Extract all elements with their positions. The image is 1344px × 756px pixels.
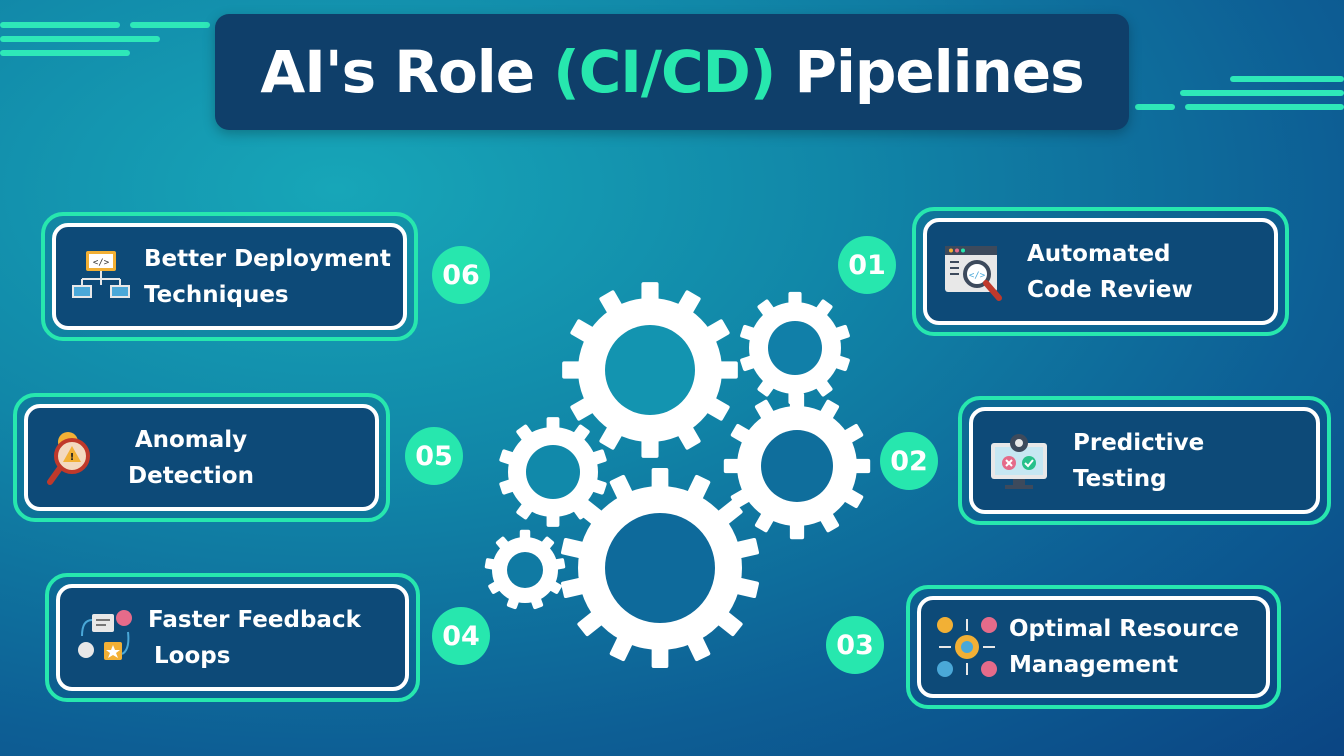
label-line1: Anomaly: [134, 426, 248, 453]
decor-stripe: [1230, 76, 1344, 82]
label-line2: Detection: [128, 462, 254, 489]
svg-text:</>: </>: [969, 271, 986, 281]
decor-stripe: [0, 50, 130, 56]
page-title: AI's Role (CI/CD) Pipelines: [260, 38, 1084, 106]
resource-network-icon: [937, 617, 997, 677]
label-line1: Optimal Resource: [1009, 616, 1240, 642]
label-line1: Better Deployment: [144, 245, 391, 272]
label-line2: Techniques: [144, 281, 289, 308]
label-line1: Automated: [1027, 240, 1171, 267]
label-line1: Faster Feedback: [148, 606, 361, 633]
anomaly-warning-icon: !: [47, 431, 90, 485]
title-part2: Pipelines: [775, 38, 1084, 106]
svg-text:</>: </>: [93, 258, 110, 268]
gear-shape: [561, 467, 759, 669]
label-line2: Testing: [1073, 465, 1167, 492]
gear-shape: [499, 417, 607, 527]
number-badge-03: 03: [826, 616, 884, 674]
decor-stripe: [0, 36, 160, 42]
gear-shape: [562, 282, 738, 458]
gear-hole: [768, 321, 822, 375]
gear-shape: [740, 291, 850, 405]
title-part1: AI's Role: [260, 38, 554, 106]
decor-stripe: [1185, 104, 1344, 110]
label-line2: Loops: [154, 642, 231, 669]
title-banner: AI's Role (CI/CD) Pipelines: [215, 14, 1129, 130]
feedback-icon: [78, 609, 132, 660]
monitor-testing-icon: [991, 433, 1047, 489]
deployment-network-icon: </>: [72, 250, 130, 298]
number-badge-06: 06: [432, 246, 490, 304]
gear-shape: [723, 392, 871, 540]
number-badge-05: 05: [405, 427, 463, 485]
gear-hole: [605, 513, 715, 623]
gears-icon: [484, 282, 871, 669]
label-line2: Code Review: [1027, 276, 1193, 303]
code-review-icon: </>: [945, 245, 1002, 301]
title-highlight: (CI/CD): [553, 38, 776, 106]
decor-stripe: [0, 22, 120, 28]
svg-text:!: !: [70, 452, 75, 463]
gear-hole: [507, 552, 543, 588]
gear-hole: [526, 445, 580, 499]
gear-shape: [484, 529, 566, 610]
gear-hole: [761, 430, 833, 502]
number-badge-04: 04: [432, 607, 490, 665]
decor-stripe: [130, 22, 210, 28]
number-badge-02: 02: [880, 432, 938, 490]
gear-hole: [605, 325, 695, 415]
label-line2: Management: [1009, 652, 1179, 678]
number-badge-01: 01: [838, 236, 896, 294]
decor-stripe: [1180, 90, 1344, 96]
label-line1: Predictive: [1073, 429, 1205, 456]
decor-stripe: [1135, 104, 1175, 110]
